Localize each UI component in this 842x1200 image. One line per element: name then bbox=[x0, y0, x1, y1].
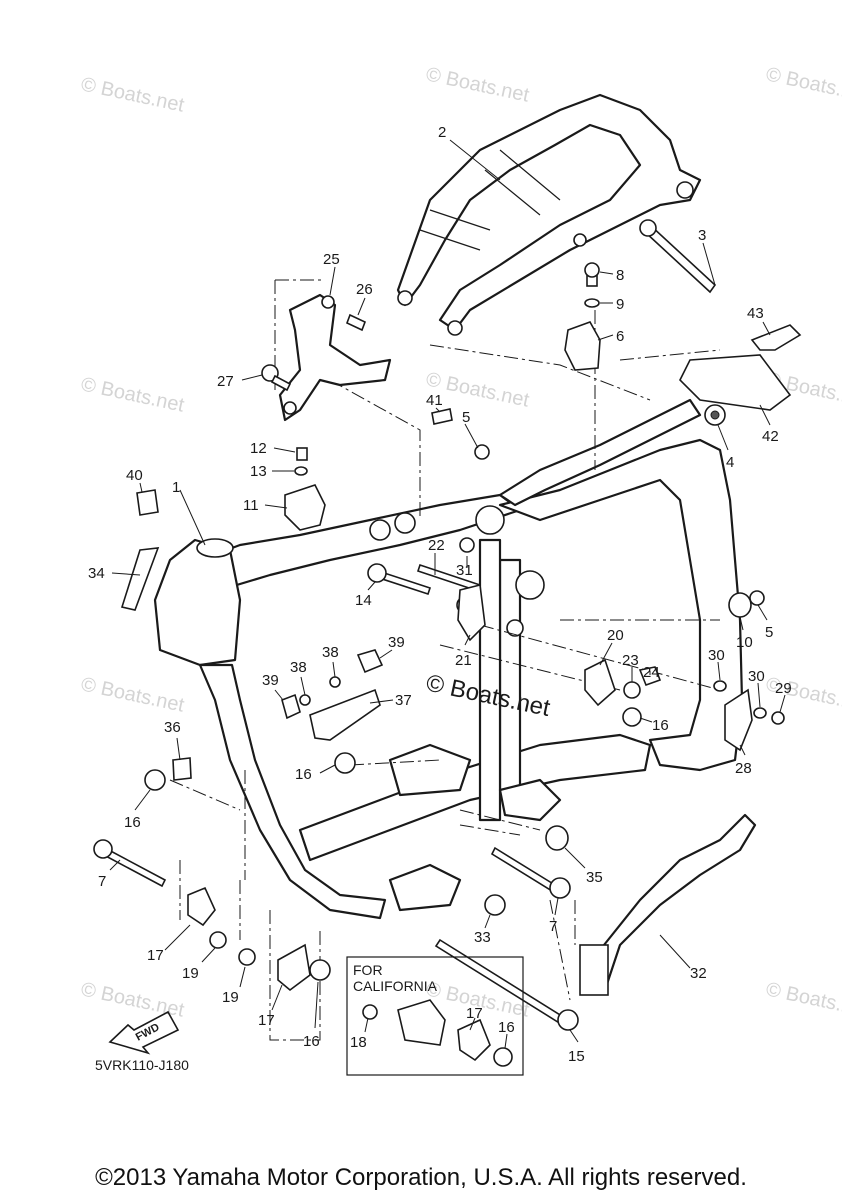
part-label-19-right: 19 bbox=[222, 989, 239, 1006]
fwd-arrow-icon: FWD bbox=[108, 1010, 180, 1055]
part-label-10: 10 bbox=[736, 634, 753, 651]
part-label-5-top: 5 bbox=[462, 409, 470, 426]
part-label-18: 18 bbox=[350, 1034, 367, 1051]
small-parts bbox=[93, 219, 802, 1031]
part-label-16-left: 16 bbox=[124, 814, 141, 831]
california-inset: FOR CALIFORNIA bbox=[346, 956, 524, 1076]
part-label-12: 12 bbox=[250, 440, 267, 457]
part-label-37: 37 bbox=[395, 692, 412, 709]
california-label-line1: FOR bbox=[353, 962, 383, 978]
part-label-39-left: 39 bbox=[262, 672, 279, 689]
part-label-28: 28 bbox=[735, 760, 752, 777]
copyright-notice: ©2013 Yamaha Motor Corporation, U.S.A. A… bbox=[95, 1164, 747, 1191]
part-label-35: 35 bbox=[586, 869, 603, 886]
part-label-3: 3 bbox=[698, 227, 706, 244]
part-label-38-left: 38 bbox=[290, 659, 307, 676]
part-label-23: 23 bbox=[622, 652, 639, 669]
part-label-27: 27 bbox=[217, 373, 234, 390]
watermark: © Boats.net bbox=[79, 373, 187, 416]
part-label-16-bottom: 16 bbox=[303, 1033, 320, 1050]
part-label-8: 8 bbox=[616, 267, 624, 284]
part-label-17-center: 17 bbox=[258, 1012, 275, 1029]
watermark: © Boats.net bbox=[764, 978, 842, 1021]
assembly-lines bbox=[169, 279, 721, 1041]
part-label-16-inset: 16 bbox=[498, 1019, 515, 1036]
part-label-34: 34 bbox=[88, 565, 105, 582]
part-label-42: 42 bbox=[762, 428, 779, 445]
california-label-line2: CALIFORNIA bbox=[353, 978, 438, 994]
part-label-40: 40 bbox=[126, 467, 143, 484]
part-label-38-right: 38 bbox=[322, 644, 339, 661]
part-label-15: 15 bbox=[568, 1048, 585, 1065]
part-label-5-right: 5 bbox=[765, 624, 773, 641]
watermark: © Boats.net bbox=[79, 673, 187, 716]
part-label-24: 24 bbox=[643, 664, 660, 681]
part-label-14: 14 bbox=[355, 592, 372, 609]
part-label-4: 4 bbox=[726, 454, 734, 471]
diagram-code: 5VRK110-J180 bbox=[95, 1057, 189, 1073]
part-label-29: 29 bbox=[775, 680, 792, 697]
part-label-17-left: 17 bbox=[147, 947, 164, 964]
leader-lines bbox=[109, 139, 786, 1049]
part-label-25: 25 bbox=[323, 251, 340, 268]
part-label-26: 26 bbox=[356, 281, 373, 298]
part-label-2: 2 bbox=[438, 124, 446, 141]
part-label-20: 20 bbox=[607, 627, 624, 644]
part-label-36: 36 bbox=[164, 719, 181, 736]
part-label-32: 32 bbox=[690, 965, 707, 982]
part-label-41: 41 bbox=[426, 392, 443, 409]
part-label-11: 11 bbox=[243, 497, 259, 514]
part-label-43: 43 bbox=[747, 305, 764, 322]
watermark: © Boats.net bbox=[79, 73, 187, 116]
part-label-1: 1 bbox=[172, 479, 180, 496]
part-labels: 2 3 8 9 6 43 42 4 5 5 10 25 26 27 41 12 … bbox=[88, 124, 792, 1065]
part-label-21: 21 bbox=[455, 652, 472, 669]
watermark: © Boats.net bbox=[424, 63, 532, 106]
part-label-6: 6 bbox=[616, 328, 624, 345]
part-label-31: 31 bbox=[456, 562, 473, 579]
rear-fender-part bbox=[396, 93, 702, 336]
part-label-19-left: 19 bbox=[182, 965, 199, 982]
part-label-39-right: 39 bbox=[388, 634, 405, 651]
part-label-30-bottom: 30 bbox=[748, 668, 765, 685]
part-label-7-right: 7 bbox=[549, 918, 557, 935]
watermark: © Boats.net bbox=[764, 63, 842, 106]
part-label-30-top: 30 bbox=[708, 647, 725, 664]
part-label-16-center: 16 bbox=[295, 766, 312, 783]
main-frame-part bbox=[153, 398, 757, 996]
part-label-22: 22 bbox=[428, 537, 445, 554]
part-label-9: 9 bbox=[616, 296, 624, 313]
part-label-33: 33 bbox=[474, 929, 491, 946]
part-label-17-inset: 17 bbox=[466, 1005, 483, 1022]
part-label-7-left: 7 bbox=[98, 873, 106, 890]
part-label-13: 13 bbox=[250, 463, 267, 480]
part-label-16-mid: 16 bbox=[652, 717, 669, 734]
